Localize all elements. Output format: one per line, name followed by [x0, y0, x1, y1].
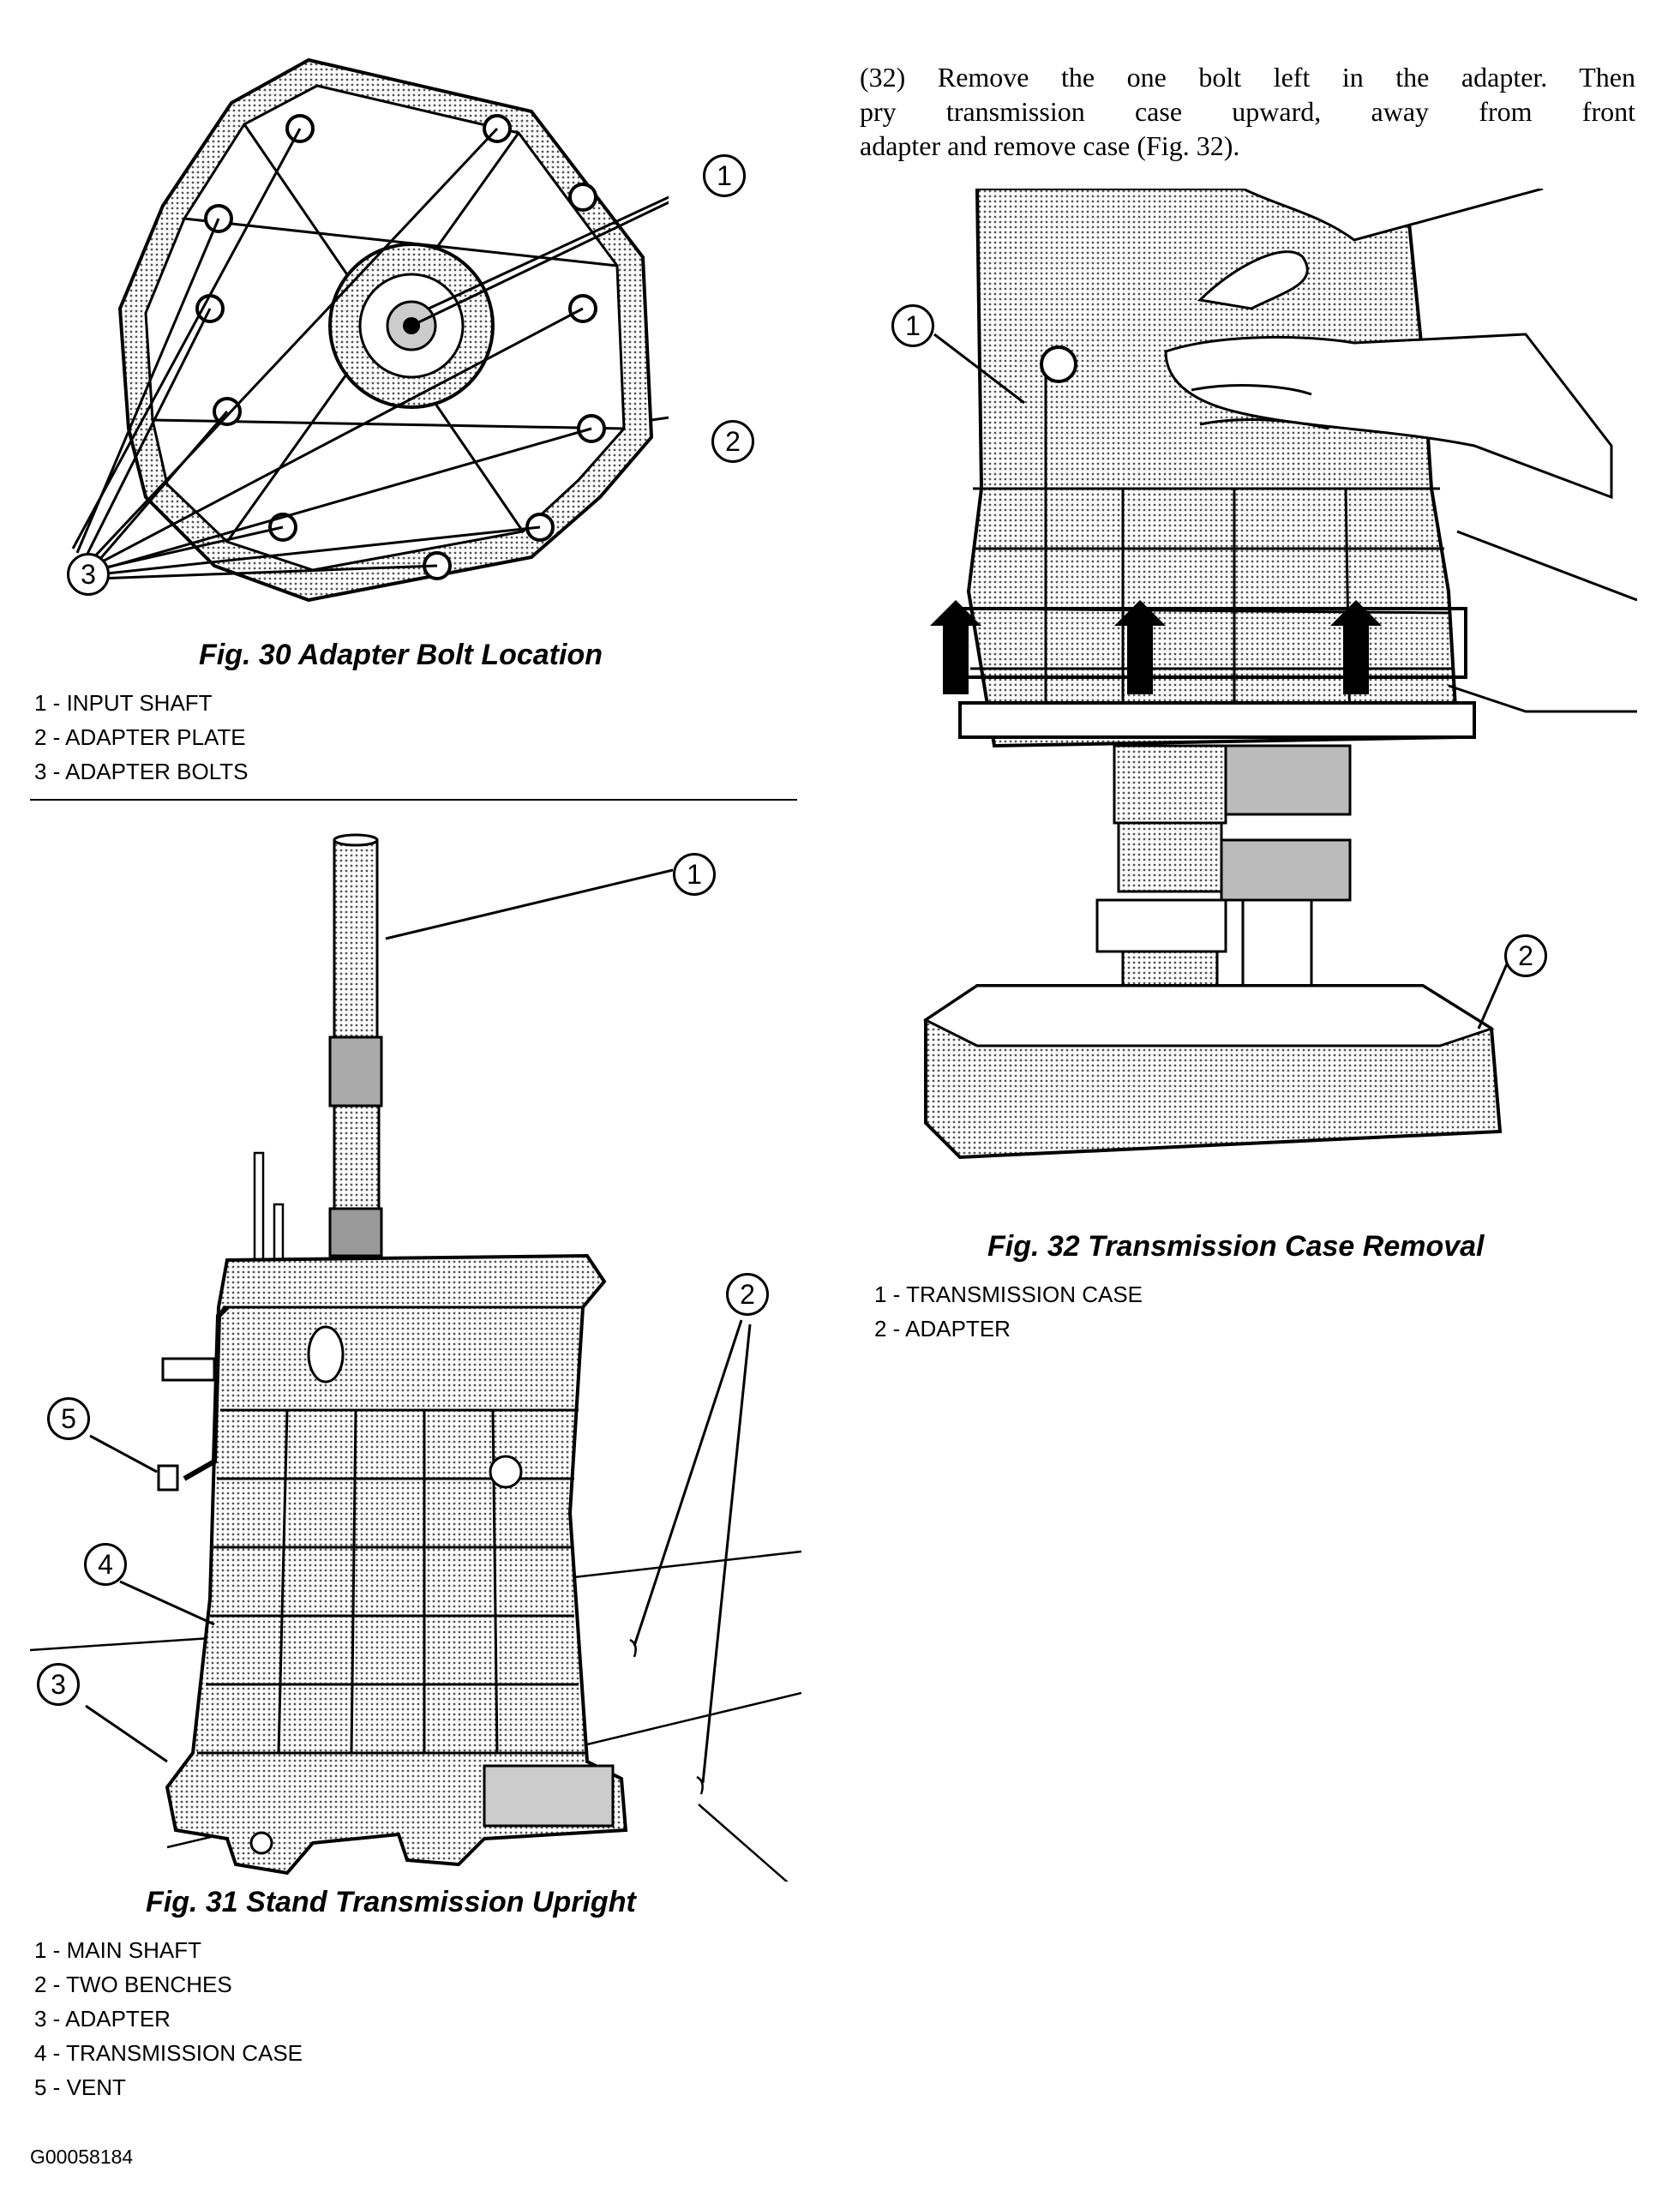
- legend-item: 1 - MAIN SHAFT: [34, 1937, 202, 1963]
- legend-item: 2 - ADAPTER PLATE: [34, 724, 246, 750]
- section-divider: [30, 799, 797, 801]
- fig31-illustration: 1 2 3 4 5: [30, 827, 801, 1882]
- legend-item: 3 - ADAPTER BOLTS: [34, 759, 249, 784]
- case-removal-drawing: [923, 189, 1637, 1160]
- legend-item: 2 - ADAPTER: [874, 1316, 1011, 1342]
- figure-code: G00058184: [30, 2146, 134, 2168]
- callout-1: 1: [891, 304, 934, 347]
- fig30-illustration: 1 2 3: [51, 51, 754, 617]
- paragraph-line: adapter and remove case (Fig. 32).: [860, 130, 1240, 161]
- fig32-legend: 1 - TRANSMISSION CASE 2 - ADAPTER: [874, 1277, 1143, 1346]
- callout-3: 3: [67, 553, 110, 596]
- legend-item: 2 - TWO BENCHES: [34, 1972, 232, 1997]
- callout-1: 1: [703, 154, 746, 197]
- fig32-caption: Fig. 32 Transmission Case Removal: [987, 1230, 1485, 1263]
- callout-4: 4: [84, 1543, 127, 1586]
- step-32-paragraph: (32) Remove the one bolt left in the ada…: [860, 60, 1635, 163]
- paragraph-line: (32) Remove the one bolt left in the ada…: [860, 62, 1635, 93]
- fig31-legend: 1 - MAIN SHAFT 2 - TWO BENCHES 3 - ADAPT…: [34, 1933, 303, 2104]
- fig31-caption: Fig. 31 Stand Transmission Upright: [146, 1886, 636, 1918]
- legend-item: 4 - TRANSMISSION CASE: [34, 2040, 303, 2066]
- paragraph-line: pry transmission case upward, away from …: [860, 96, 1635, 127]
- fig30-caption: Fig. 30 Adapter Bolt Location: [199, 639, 603, 671]
- callout-2: 2: [1504, 934, 1547, 977]
- fig30-legend: 1 - INPUT SHAFT 2 - ADAPTER PLATE 3 - AD…: [34, 686, 248, 789]
- callout-2: 2: [711, 420, 754, 463]
- callout-5: 5: [47, 1397, 90, 1440]
- legend-item: 5 - VENT: [34, 2074, 126, 2100]
- callout-2: 2: [726, 1273, 769, 1316]
- legend-item: 1 - INPUT SHAFT: [34, 690, 213, 716]
- legend-item: 3 - ADAPTER: [34, 2006, 171, 2032]
- fig32-illustration: 1 2: [874, 189, 1637, 1174]
- callout-3: 3: [37, 1663, 80, 1706]
- callout-1: 1: [673, 853, 716, 896]
- transmission-upright-drawing: [30, 833, 801, 1882]
- adapter-plate-drawing: [71, 57, 669, 603]
- legend-item: 1 - TRANSMISSION CASE: [874, 1282, 1143, 1307]
